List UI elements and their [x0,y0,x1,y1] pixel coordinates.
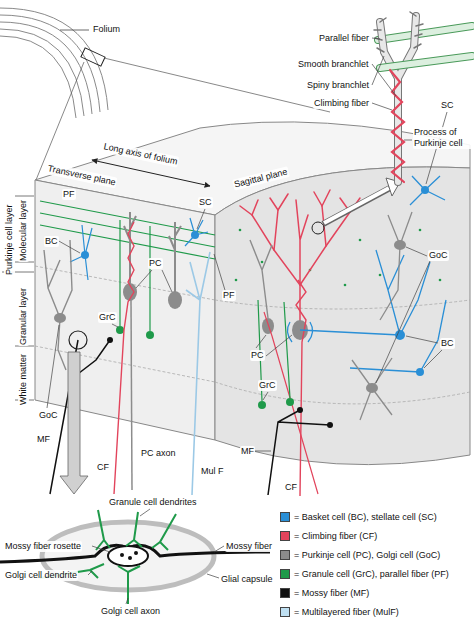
legend-swatch [280,531,290,541]
legend-row: = Purkinje cell (PC), Golgi cell (GoC) [280,548,472,564]
legend-row: = Mossy fiber (MF) [280,586,472,602]
part-label: Transverse plane [46,163,118,189]
part-label: BC [440,338,455,349]
legend-row: = Climbing fiber (CF) [280,529,472,545]
part-label: SC [198,197,213,208]
part-label: Process of Purkinje cell [413,127,473,149]
part-label: PF [222,290,236,301]
part-label: Folium [92,24,121,35]
part-label: GoC [428,250,449,261]
legend-row: = Granule cell (GrC), parallel fiber (PF… [280,567,472,583]
part-label: Climbing fiber [313,98,370,109]
part-label: Granular layer [18,287,29,346]
legend-swatch [280,588,290,598]
legend-row: = Basket cell (BC), stellate cell (SC) [280,510,472,526]
part-label: Mossy fiber rosette [4,541,82,552]
part-label: MF [36,434,51,445]
part-label: GrC [258,380,277,391]
part-label: CF [284,482,298,493]
part-label: PC [250,350,265,361]
part-label: Glial capsule [220,574,274,585]
part-label: SC [440,100,455,111]
part-label: PF [62,189,76,200]
legend-text: = Climbing fiber (CF) [294,529,472,543]
legend-text: = Granule cell (GrC), parallel fiber (PF… [294,567,472,581]
legend-text: = Multilayered fiber (MulF) [294,605,472,619]
legend-swatch [280,550,290,560]
part-label: White matter [18,353,29,406]
legend-row: = Multilayered fiber (MulF) [280,605,472,621]
part-label: Molecular layer [18,199,29,262]
part-label: Purkinje cell layer [4,203,15,276]
part-label: Golgi cell dendrite [4,570,78,581]
legend-swatch [280,512,290,522]
part-label: GoC [38,410,59,421]
part-label: PC [148,258,163,269]
part-label: Smooth branchlet [297,59,370,70]
legend-swatch [280,569,290,579]
legend-text: = Basket cell (BC), stellate cell (SC) [294,510,472,524]
part-label: Granule cell dendrites [108,497,198,508]
part-label: Golgi cell axon [100,606,161,617]
part-label: Long axis of folium [102,141,180,168]
part-label: Mul F [200,466,225,477]
part-label: Parallel fiber [318,33,370,44]
part-label: PC axon [140,448,177,459]
part-label: Mossy fiber [225,541,273,552]
part-label: BC [44,236,59,247]
part-label: Sagittal plane [232,166,290,190]
part-label: MF [240,446,255,457]
legend-text: = Mossy fiber (MF) [294,586,472,600]
legend-swatch [280,607,290,617]
part-label: Spiny branchlet [306,80,370,91]
part-label: GrC [98,312,117,323]
part-label: CF [96,462,110,473]
legend-text: = Purkinje cell (PC), Golgi cell (GoC) [294,548,472,562]
